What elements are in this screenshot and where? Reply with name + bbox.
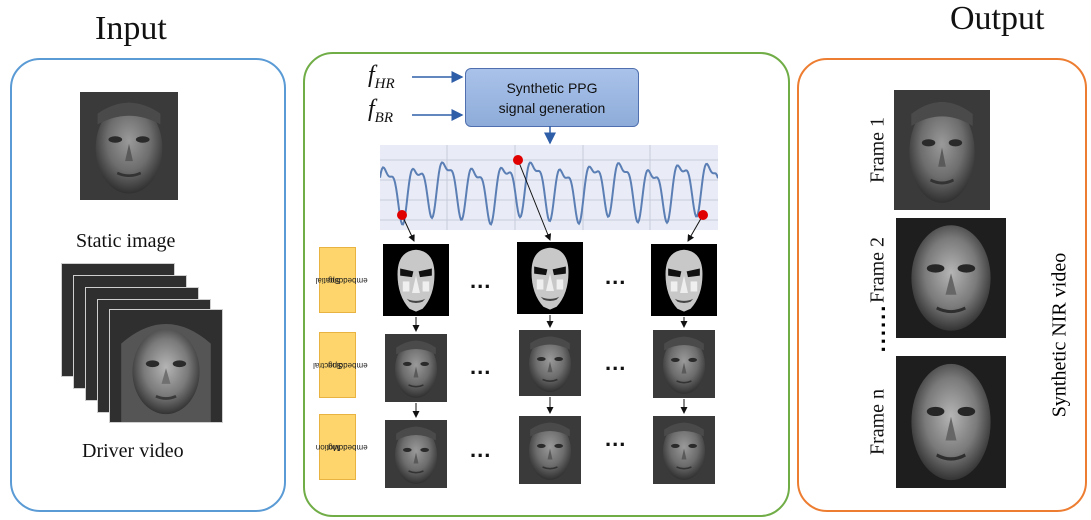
output-frame-n	[896, 356, 1006, 488]
output-frame-2	[896, 218, 1006, 338]
frame-2-label: Frame 2	[866, 236, 889, 304]
motion-frame	[653, 416, 715, 484]
ellipsis: ...	[470, 354, 492, 379]
motion-frame	[385, 420, 447, 488]
input-heading: Input	[95, 10, 167, 47]
ppg-generator-box: Synthetic PPG signal generation	[465, 68, 639, 127]
ellipsis: ...	[470, 437, 492, 462]
synthetic-nir-video-label: Synthetic NIR video	[1048, 252, 1071, 418]
spectral-frame	[519, 330, 581, 396]
motion-frame	[519, 416, 581, 484]
frame-1-label: Frame 1	[866, 116, 889, 184]
output-heading: Output	[950, 0, 1045, 37]
ellipsis: ...	[605, 264, 627, 289]
static-image-face	[80, 92, 178, 200]
ellipsis: ...	[470, 268, 492, 293]
spectral-frame	[653, 330, 715, 398]
generator-label-line1: Synthetic PPG	[506, 79, 598, 96]
spatial-mask-frame	[383, 244, 449, 316]
ppg-waveform	[380, 161, 718, 226]
output-frame-1	[894, 90, 990, 210]
driver-video-frame	[110, 310, 222, 422]
driver-video-caption: Driver video	[82, 440, 184, 462]
heart-rate-symbol: fHR	[368, 62, 395, 92]
spatial-mask-frame	[517, 242, 583, 314]
vertical-ellipsis: ......	[865, 303, 890, 353]
ppg-signal-plot	[380, 145, 718, 230]
static-image-caption: Static image	[76, 230, 176, 252]
spatial-mask-frame	[651, 244, 717, 316]
ellipsis: ...	[605, 350, 627, 375]
spectral-frame	[385, 334, 447, 402]
generator-label-line2: signal generation	[498, 99, 606, 116]
ellipsis: ...	[605, 426, 627, 451]
breathing-rate-symbol: fBR	[368, 96, 393, 126]
frame-n-label: Frame n	[866, 388, 889, 456]
